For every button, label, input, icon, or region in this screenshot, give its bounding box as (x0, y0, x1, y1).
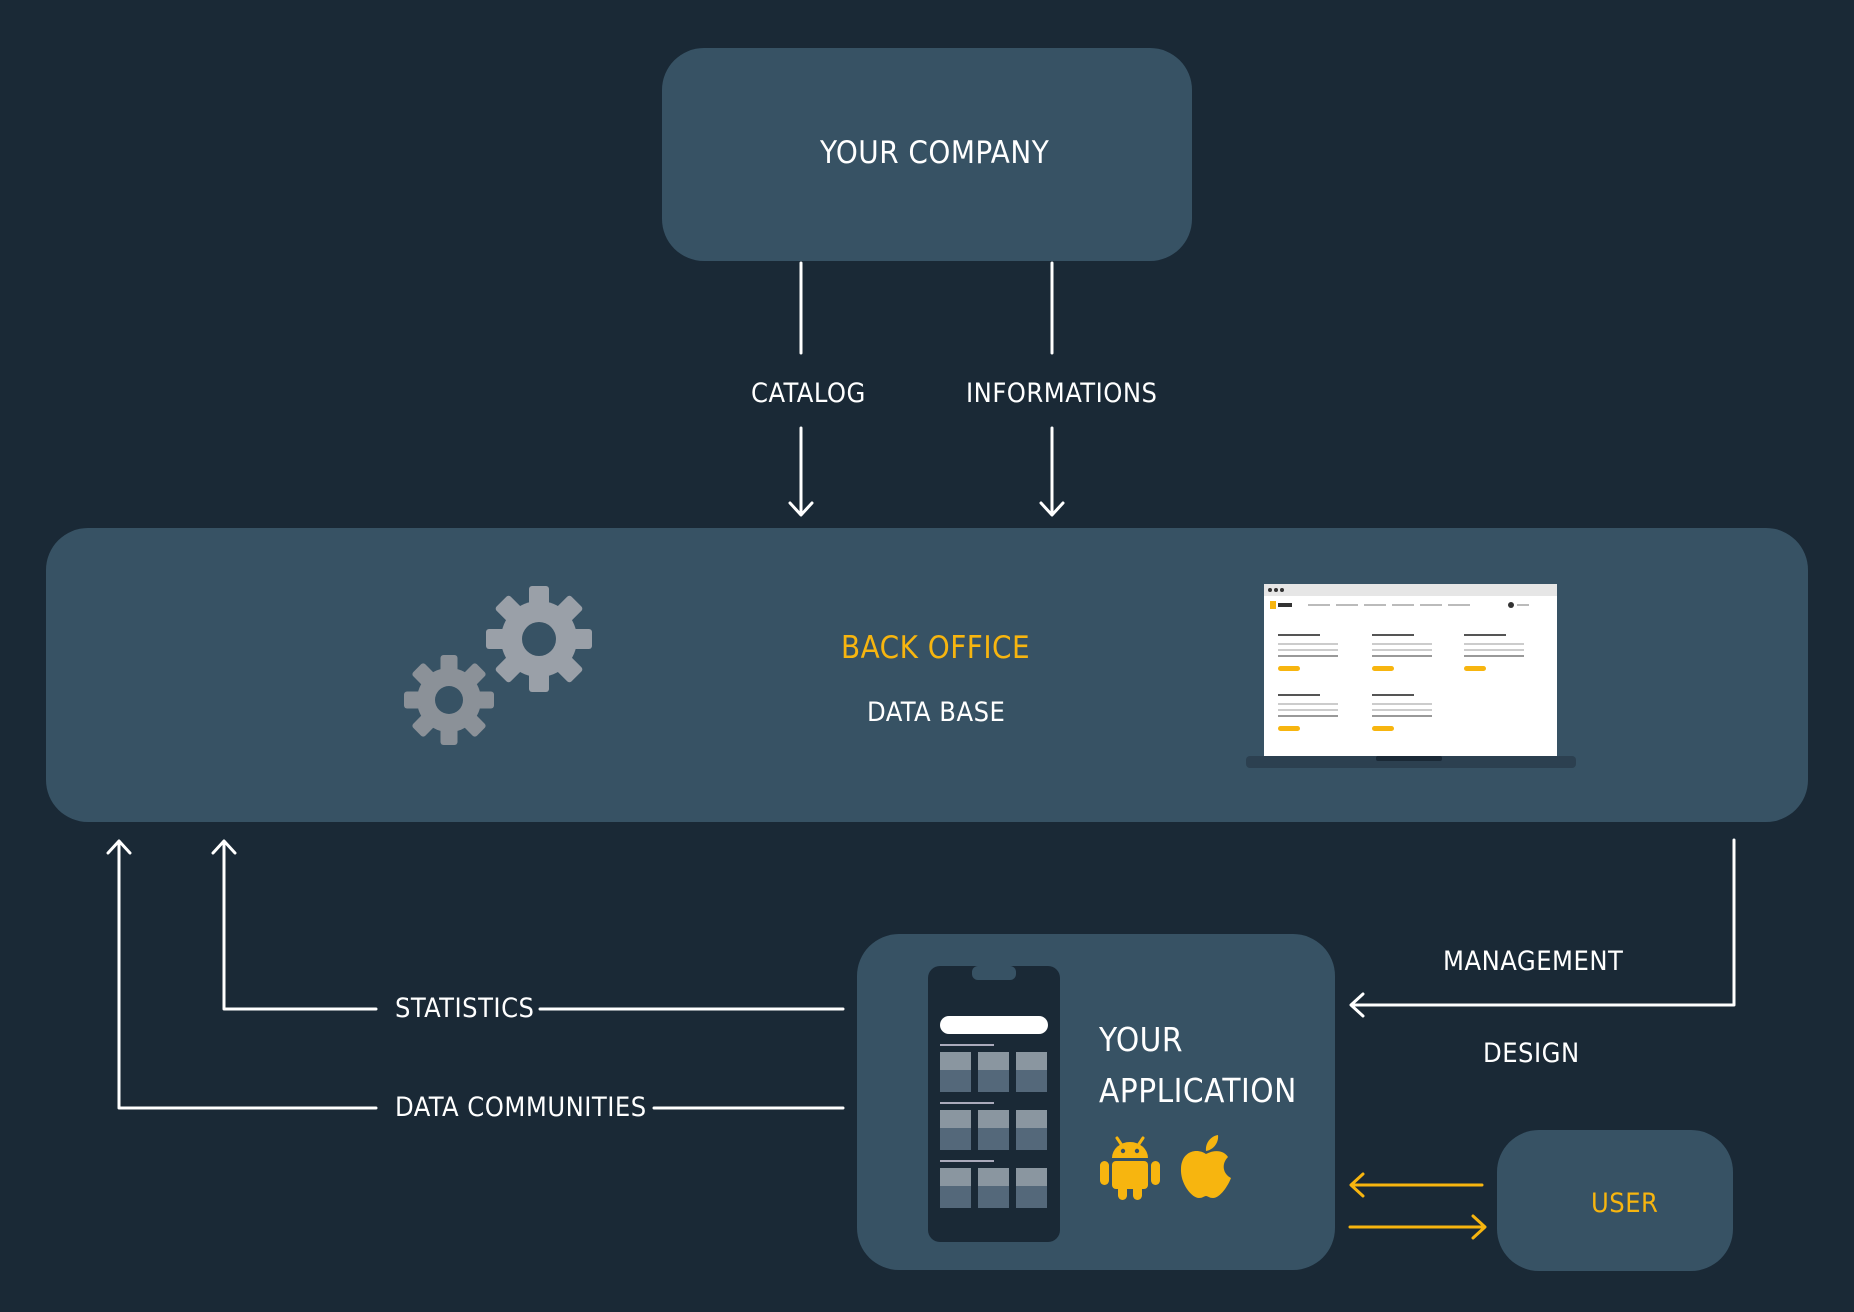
gear-icon (404, 655, 494, 745)
informations-label: INFORMATIONS (966, 378, 1158, 409)
management-label: MANAGEMENT (1443, 946, 1624, 977)
user-label: USER (1591, 1188, 1659, 1219)
data-communities-label: DATA COMMUNITIES (395, 1092, 647, 1123)
data-base-label: DATA BASE (867, 697, 1006, 728)
gear-icon (486, 586, 592, 692)
laptop-icon (1246, 584, 1576, 768)
company-box (662, 48, 1192, 261)
apple-icon (1180, 1135, 1231, 1198)
user-box (1497, 1130, 1733, 1271)
application-label-line2: APPLICATION (1099, 1071, 1297, 1110)
catalog-label: CATALOG (751, 378, 866, 409)
back-office-title: BACK OFFICE (841, 630, 1031, 666)
android-icon (1100, 1136, 1160, 1200)
statistics-label: STATISTICS (395, 993, 535, 1024)
company-label: YOUR COMPANY (820, 135, 1050, 171)
application-label-line1: YOUR (1099, 1020, 1184, 1059)
design-label: DESIGN (1483, 1038, 1580, 1069)
smartphone-icon (928, 966, 1060, 1242)
